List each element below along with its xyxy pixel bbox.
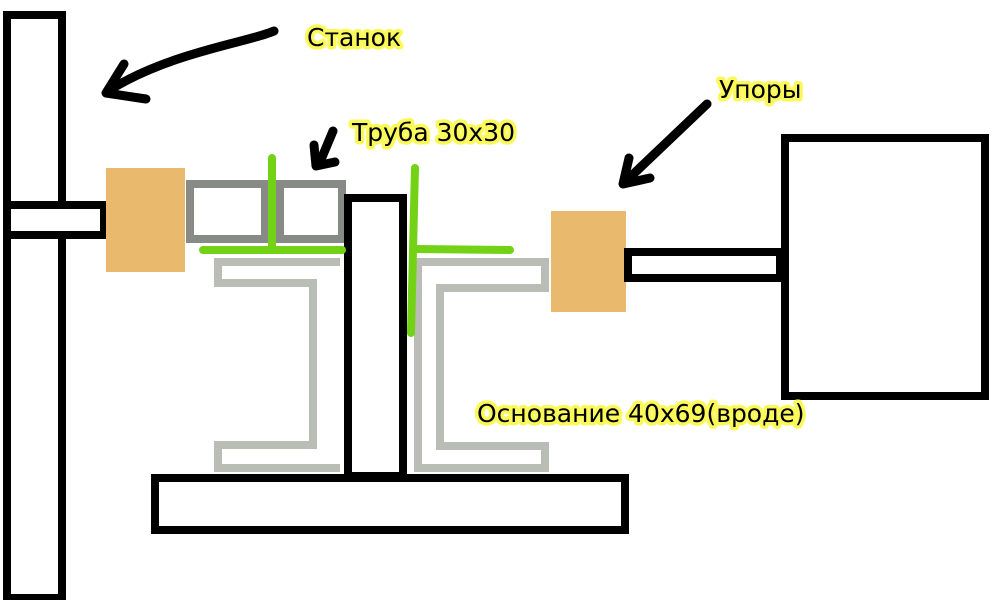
label-machine: Станок	[307, 23, 401, 52]
square-tube-left	[186, 180, 269, 243]
square-tube-right	[276, 180, 346, 243]
channel-profile-right	[414, 258, 549, 472]
machine-frame	[3, 11, 66, 600]
channel-profile-left	[214, 258, 340, 472]
center-post	[344, 194, 407, 480]
label-base: Основание 40х69(вроде)	[477, 399, 805, 428]
diagonal-arrow-icon	[618, 99, 712, 189]
weld-lines	[199, 154, 514, 337]
stop-block-right	[551, 211, 626, 312]
base-plate	[151, 474, 629, 534]
short-arrow-icon	[309, 126, 340, 171]
label-tube: Труба 30х30	[351, 118, 515, 147]
label-stops: Упоры	[719, 75, 801, 104]
curved-arrow-icon	[101, 26, 279, 104]
tailstock-housing	[781, 134, 989, 400]
tailstock-shaft	[624, 248, 784, 282]
machine-shaft	[3, 201, 108, 239]
weld-line-right-horizontal	[411, 245, 514, 254]
stop-block-left	[106, 168, 185, 272]
